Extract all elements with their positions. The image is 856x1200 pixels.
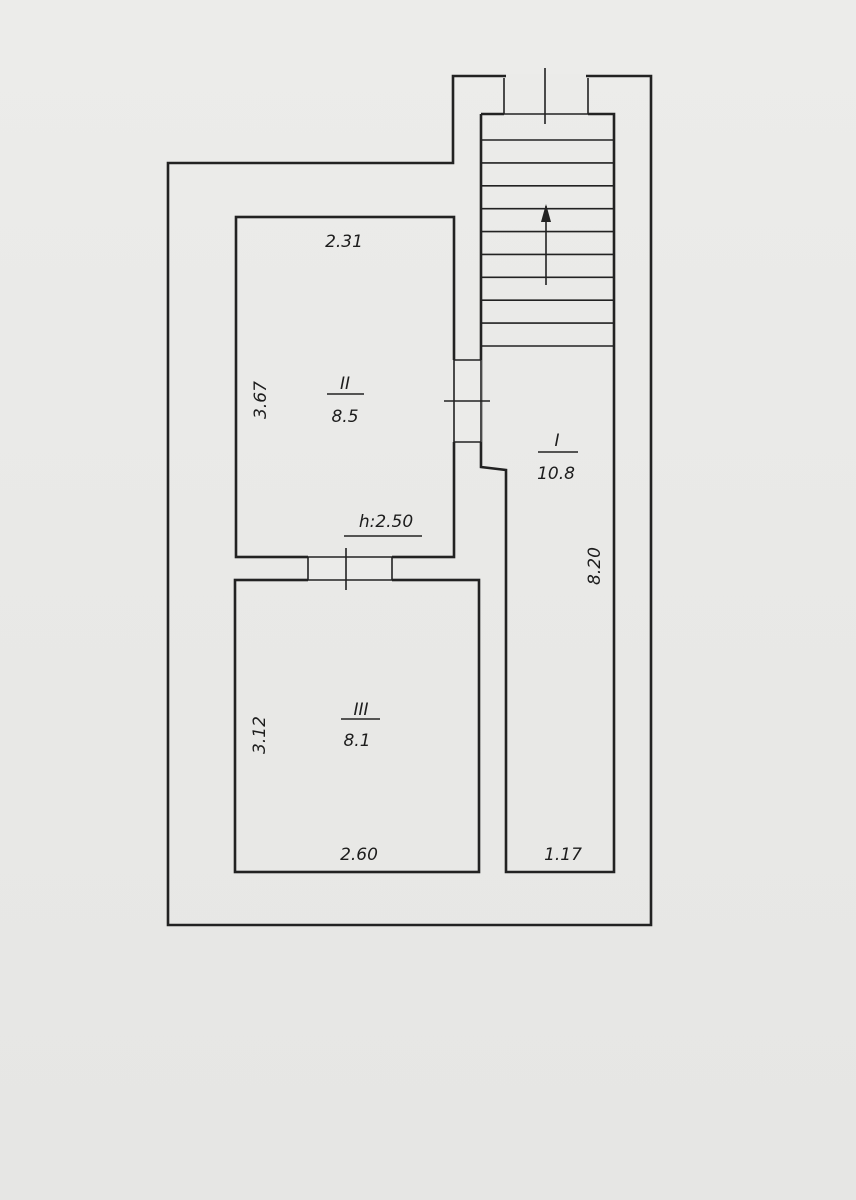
outer-wall (166, 74, 653, 927)
room-ii-area: 8.5 (331, 407, 358, 427)
room-i-outline (479, 112, 616, 874)
room-iii-outline (233, 578, 481, 874)
room-ii-number: II (340, 374, 350, 394)
room-i-width-label: 1.17 (544, 845, 582, 865)
room-iii-length-label: 3.12 (250, 716, 270, 754)
room-iii-area: 8.1 (343, 731, 370, 751)
room-i-number: I (554, 431, 559, 451)
ceiling-height-label: h:2.50 (359, 512, 413, 532)
up-arrow-icon (541, 204, 551, 285)
room-iii-number: III (353, 700, 368, 720)
room-i-area: 10.8 (537, 464, 575, 484)
room-ii-width-label: 2.31 (325, 232, 363, 252)
entry-door (452, 68, 589, 163)
door-room-ii-to-i (444, 359, 490, 443)
staircase (481, 139, 614, 347)
room-i-length-label: 8.20 (585, 547, 605, 585)
room-ii-length-label: 3.67 (251, 381, 271, 419)
door-room-ii-to-iii (307, 548, 393, 590)
room-iii-width-label: 2.60 (340, 845, 378, 865)
